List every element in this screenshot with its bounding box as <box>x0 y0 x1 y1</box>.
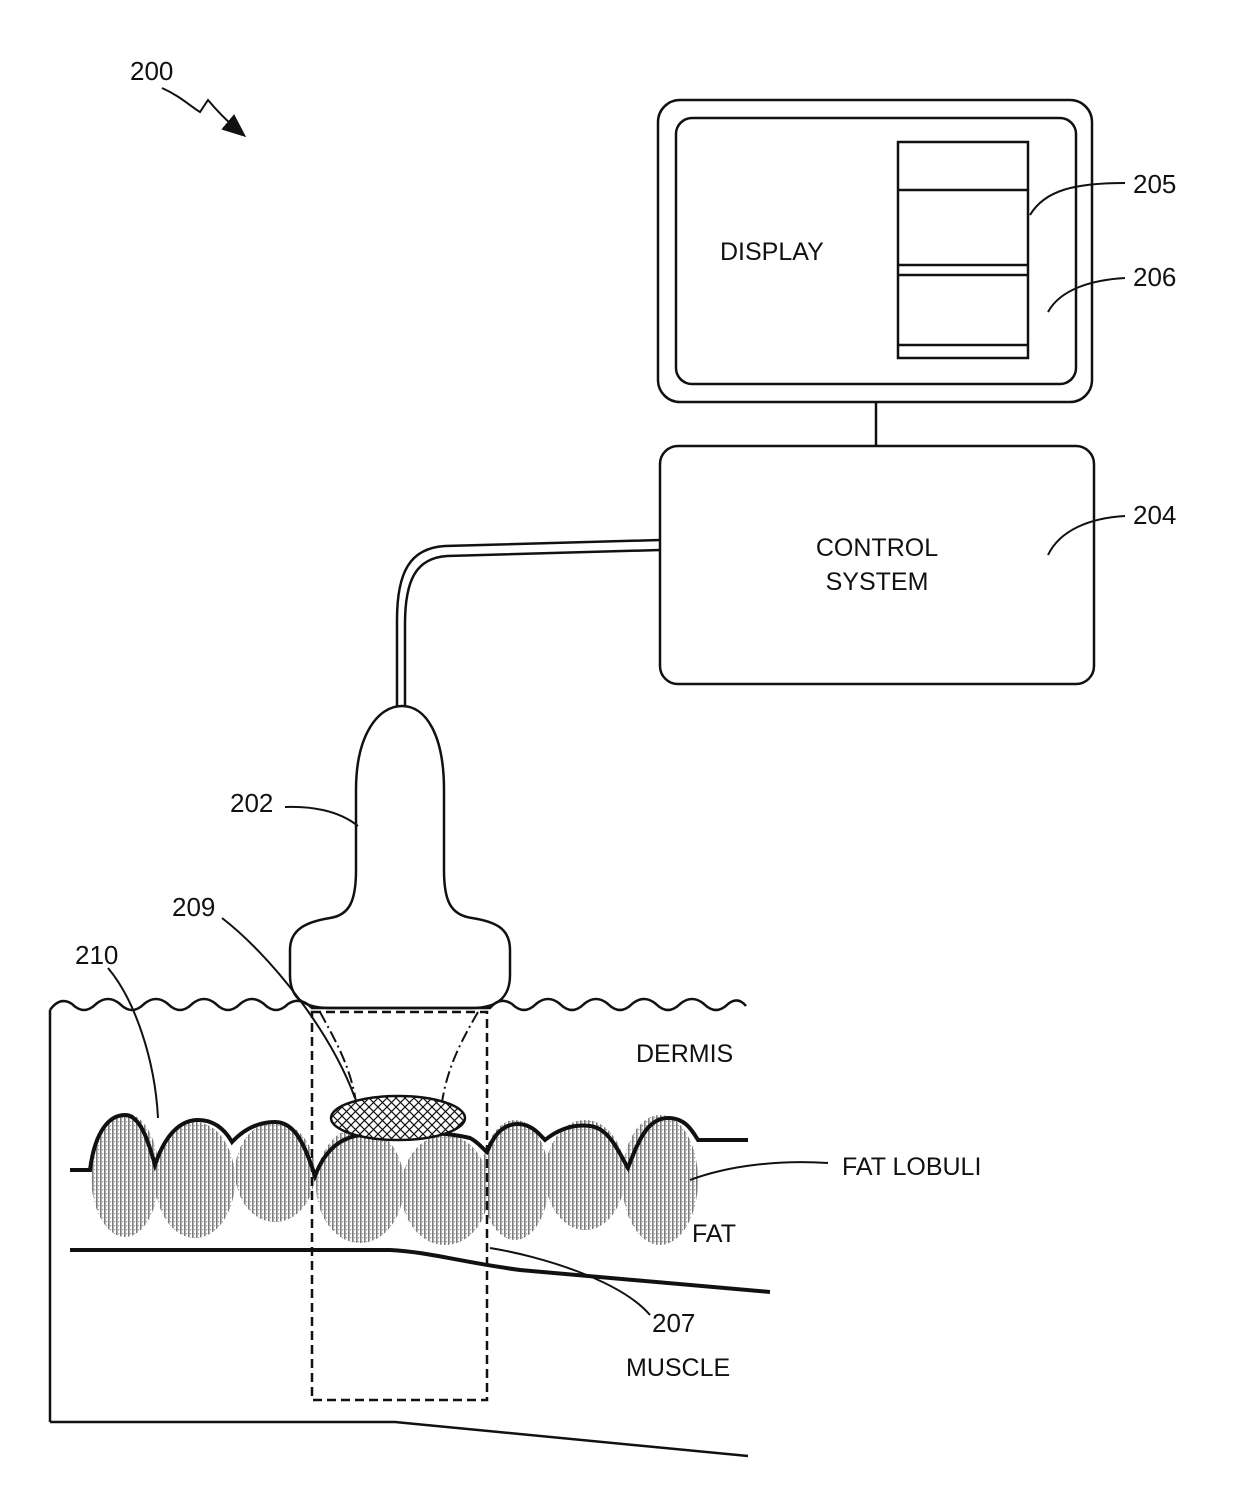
ref-205: 205 <box>1133 169 1176 199</box>
label-fat-lobuli: FAT LOBULI <box>842 1153 981 1181</box>
figure-ref-arrow <box>162 88 240 132</box>
label-fat: FAT <box>692 1220 736 1248</box>
beam-right <box>442 1012 478 1102</box>
label-muscle: MUSCLE <box>626 1354 730 1382</box>
leader-205 <box>1030 183 1125 215</box>
focal-zone <box>331 1096 465 1140</box>
display-label: DISPLAY <box>720 238 824 266</box>
control-label-line1: CONTROL <box>816 534 938 562</box>
fat-lobule <box>316 1127 404 1243</box>
ref-206: 206 <box>1133 262 1176 292</box>
display-monitor: DISPLAY <box>658 100 1092 402</box>
ref-210: 210 <box>75 940 118 970</box>
fat-lobule <box>622 1115 698 1245</box>
display-panels <box>898 142 1028 358</box>
ref-204: 204 <box>1133 500 1176 530</box>
skin-surface-line <box>50 999 746 1010</box>
leader-206 <box>1048 278 1125 312</box>
ref-202: 202 <box>230 788 273 818</box>
figure-ref-200: 200 <box>130 56 173 86</box>
ref-207: 207 <box>652 1308 695 1338</box>
fat-lobule <box>545 1120 625 1230</box>
fascia-line <box>70 1250 770 1292</box>
control-system-box: CONTROL SYSTEM <box>660 446 1094 684</box>
leader-fat-lobuli <box>690 1162 828 1180</box>
label-dermis: DERMIS <box>636 1040 733 1068</box>
probe-cable <box>397 540 660 706</box>
leader-210 <box>108 968 158 1118</box>
ref-209: 209 <box>172 892 215 922</box>
tissue-bottom-border <box>50 1422 748 1456</box>
fat-lobule <box>235 1122 315 1222</box>
fat-lobule <box>401 1135 489 1245</box>
leader-202 <box>285 807 358 826</box>
leader-204 <box>1048 516 1125 555</box>
leader-207 <box>490 1248 650 1315</box>
fat-lobule <box>481 1120 549 1240</box>
ultrasound-probe <box>290 706 510 1008</box>
control-label-line2: SYSTEM <box>826 568 929 596</box>
